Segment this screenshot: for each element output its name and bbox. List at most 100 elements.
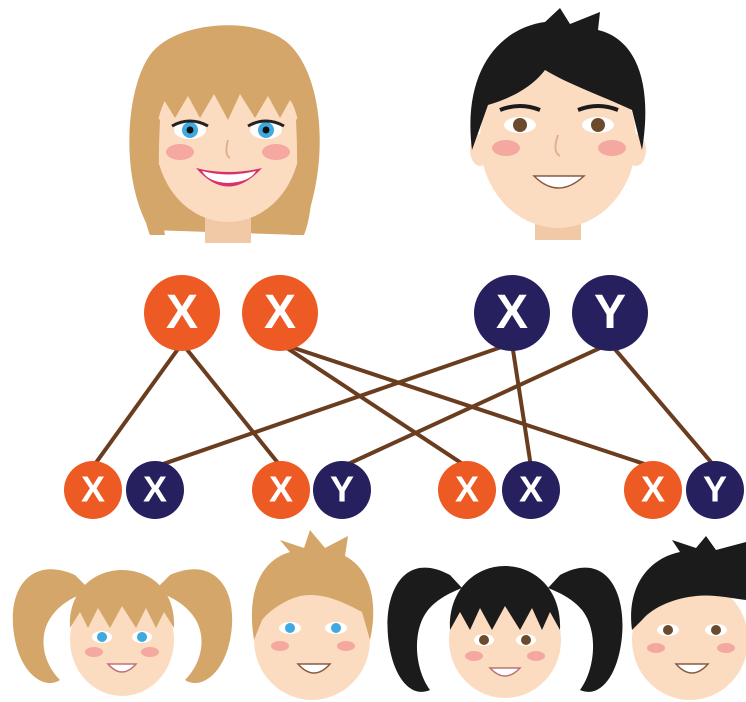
son-blonde-iris-right [331, 623, 341, 633]
father-iris-right [591, 118, 605, 132]
daughter-black-pigtail-left [387, 567, 462, 692]
child4-chromosome-y2-label: Y [703, 469, 727, 510]
father-mouth [532, 175, 586, 189]
daughter-blonde-cheek-right [141, 647, 159, 657]
cross-line-6 [510, 343, 533, 468]
father-nose [554, 134, 561, 157]
mother-chromosome-x2-label: X [264, 286, 296, 339]
mother-nose [225, 139, 231, 159]
mother-lash-right [247, 119, 285, 128]
father-ear-left [470, 134, 490, 166]
child2-chromosome-y2-label: Y [330, 469, 354, 510]
child1-chromosome-x2: X [126, 461, 184, 519]
father-chromosome-y2-label: Y [594, 286, 626, 339]
child1-chromosome-x2-label: X [143, 469, 167, 510]
mother-pupil-right [262, 126, 270, 134]
mother-pupil-left [186, 126, 194, 134]
daughter-black-mouth [488, 667, 522, 677]
father-chromosome-y2-circle [572, 275, 648, 351]
mother-cheek-right [262, 144, 290, 160]
son-blonde-hair [251, 530, 374, 640]
daughter-blonde-pigtail-right [155, 569, 233, 684]
mother-cheek-left [166, 144, 194, 160]
child4-chromosome-x1-label: X [641, 469, 665, 510]
father-face [470, 8, 646, 240]
cross-line-8 [608, 342, 717, 469]
daughter-black-face [387, 566, 623, 698]
son-black-mouth [674, 663, 710, 674]
child4-chromosome-y2-circle [686, 461, 744, 519]
daughter-blonde-cheek-left [85, 647, 103, 657]
child1-chromosome-x1-label: X [81, 469, 105, 510]
father-chromosome-x1-circle [474, 275, 550, 351]
son-black-face [631, 536, 746, 700]
father-cheek-left [492, 140, 520, 156]
mother-chromosome-x1-circle [144, 275, 220, 351]
child2-chromosome-y2-circle [313, 461, 371, 519]
cross-line-7 [341, 341, 611, 469]
son-blonde-mouth [296, 663, 332, 674]
son-black-iris-left [663, 625, 673, 635]
father-chromosome-y2: Y [572, 275, 648, 351]
father-chromosome-x1-label: X [496, 286, 528, 339]
mother-lash-left [171, 119, 209, 128]
mother-chromosome-x2-circle [242, 275, 318, 351]
mother-bangs [151, 35, 305, 120]
mother-hair-side-right [290, 110, 313, 235]
son-black-cheek-left [647, 643, 665, 653]
father-iris-left [513, 118, 527, 132]
daughter-blonde-pigtail-left [12, 569, 90, 684]
mother-chromosome-x2: X [242, 275, 318, 351]
father-hair [470, 8, 646, 150]
father-head [480, 52, 636, 228]
son-blonde-head [254, 580, 370, 700]
daughter-black-cheek-left [465, 651, 483, 661]
child4-chromosome-x1: X [624, 461, 682, 519]
child3-chromosome-x1: X [438, 461, 496, 519]
daughter-black-pigtail-right [548, 567, 623, 692]
daughter-blonde-face [12, 569, 233, 696]
child1-chromosome-x2-circle [126, 461, 184, 519]
father-chromosome-x1: X [474, 275, 550, 351]
daughter-black-cheek-right [527, 651, 545, 661]
cross-line-5 [154, 341, 513, 469]
cross-line-3 [278, 341, 469, 469]
child2-chromosome-x1-label: X [269, 469, 293, 510]
daughter-blonde-iris-left [97, 632, 107, 642]
father-brow-right [577, 104, 619, 112]
daughter-blonde-bangs [69, 570, 175, 628]
mother-chromosome-x1-label: X [166, 286, 198, 339]
daughter-black-iris-right [521, 635, 531, 645]
child3-chromosome-x1-circle [438, 461, 496, 519]
child4-chromosome-x1-circle [624, 461, 682, 519]
son-blonde-face [251, 530, 374, 700]
mother-chromosome-x1: X [144, 275, 220, 351]
mother-hair-side-left [141, 110, 165, 235]
child2-chromosome-x1-circle [252, 461, 310, 519]
cross-lines [91, 341, 717, 469]
son-black-hair [631, 536, 746, 630]
child3-chromosome-x2: X [502, 461, 560, 519]
cross-line-4 [279, 341, 654, 469]
son-blonde-cheek-right [337, 641, 355, 651]
father-cheek-right [598, 140, 626, 156]
child1-chromosome-x1: X [64, 461, 122, 519]
son-blonde-iris-left [285, 623, 295, 633]
father-brow-left [499, 104, 541, 112]
daughter-black-bangs [449, 566, 561, 630]
cross-line-2 [180, 342, 283, 469]
daughter-blonde-mouth [106, 663, 138, 673]
daughter-blonde-iris-right [137, 632, 147, 642]
child4-chromosome-y2: Y [686, 461, 744, 519]
child3-chromosome-x1-label: X [455, 469, 479, 510]
child2-chromosome-y2: Y [313, 461, 371, 519]
child1-chromosome-x1-circle [64, 461, 122, 519]
son-black-iris-right [711, 625, 721, 635]
child2-chromosome-x1: X [252, 461, 310, 519]
cross-line-1 [91, 342, 184, 468]
son-black-cheek-right [717, 643, 735, 653]
mother-face [129, 25, 320, 243]
